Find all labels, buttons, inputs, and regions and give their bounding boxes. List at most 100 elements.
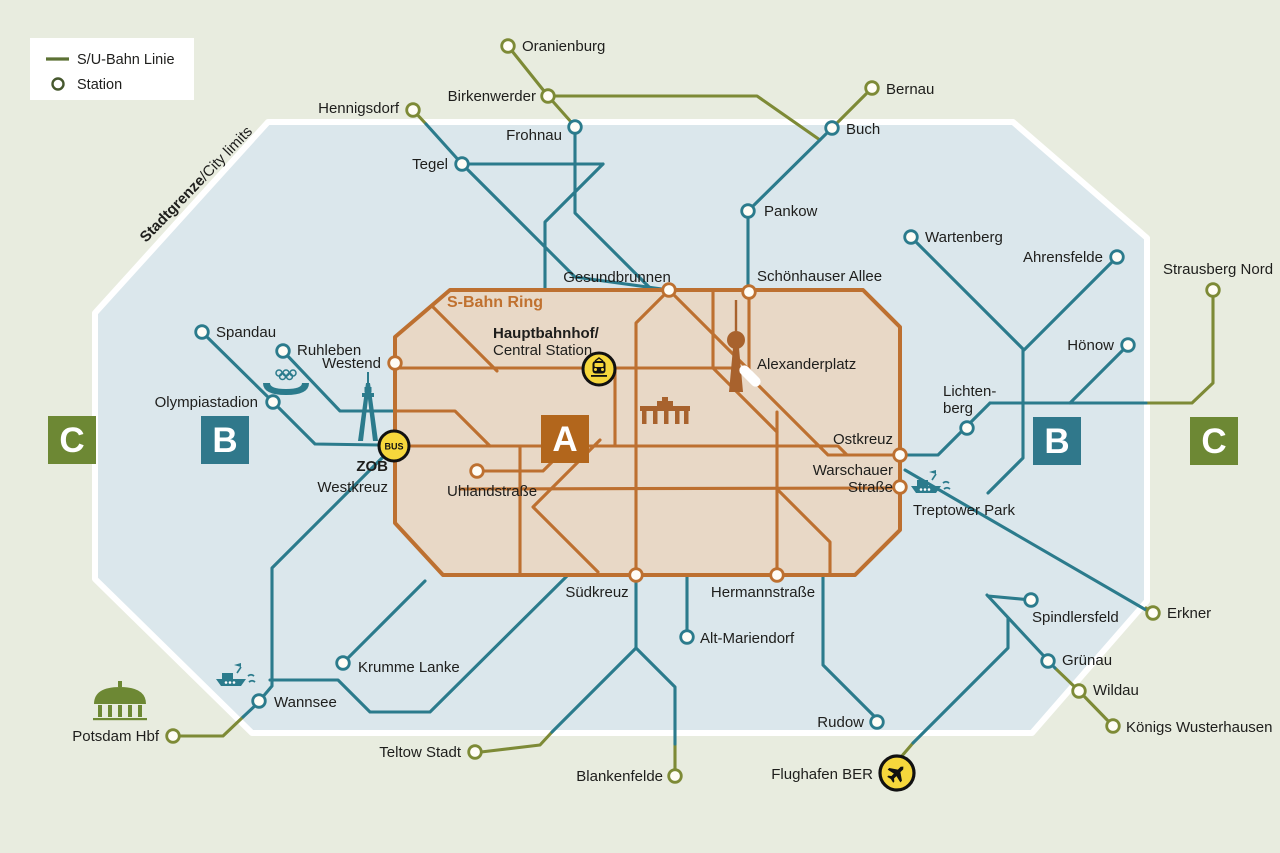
station-buch (824, 120, 840, 136)
label-buch: Buch (846, 121, 880, 138)
label-ruhleben: Ruhleben (297, 342, 361, 359)
zone-letter-c: C (59, 421, 84, 460)
label-s-bahn-ring: S-Bahn Ring (447, 294, 543, 311)
station-erkner (1145, 605, 1161, 621)
transit-line (546, 94, 822, 142)
station-hennigsdorf (405, 102, 421, 118)
station-wartenberg (903, 229, 919, 245)
transit-line (634, 288, 671, 577)
label-tegel: Tegel (412, 156, 448, 173)
label-warschauer-line1: Warschauer (813, 462, 893, 479)
station-pankow (740, 203, 756, 219)
station-suedkreuz (628, 567, 644, 583)
zone-a-area (393, 288, 902, 577)
station-frohnau (567, 119, 583, 135)
label-koenigs-wusterhausen: Königs Wusterhausen (1126, 719, 1272, 736)
label-zob: ZOB (356, 458, 388, 475)
transit-line (911, 616, 1010, 745)
transit-lines-outer (171, 44, 1215, 772)
label-lichtenberg-line1: Lichten- (943, 383, 996, 400)
label-ostkreuz: Ostkreuz (833, 431, 893, 448)
transit-line (543, 162, 605, 292)
transit-line (431, 305, 499, 373)
olympic-stadium-icon (263, 369, 309, 395)
station-alt-mariendorf (679, 629, 695, 645)
label-spandau: Spandau (216, 324, 276, 341)
station-birkenwerder (540, 88, 556, 104)
label-uhlandstrasse: Uhlandstraße (447, 483, 537, 500)
transit-line (268, 574, 569, 714)
label-bernau: Bernau (886, 81, 934, 98)
label-oranienburg: Oranienburg (522, 38, 605, 55)
label-hennigsdorf: Hennigsdorf (318, 100, 400, 117)
tv-tower-icon (727, 300, 745, 392)
zone-box-a: A (541, 415, 589, 463)
label-strausberg-nord: Strausberg Nord (1163, 261, 1273, 278)
station-spandau (194, 324, 210, 340)
label-pankow: Pankow (764, 203, 818, 220)
station-gruenau (1040, 653, 1056, 669)
station-ruhleben (275, 343, 291, 359)
station-ostkreuz (892, 447, 908, 463)
transit-line (458, 486, 895, 491)
transit-line (898, 401, 992, 457)
transit-line (171, 715, 245, 738)
zone-box-b: B (201, 416, 249, 464)
label-hauptbahnhof-line1: Hauptbahnhof/ (493, 325, 600, 342)
transit-line (479, 730, 554, 754)
legend-line-label: S/U-Bahn Linie (77, 52, 175, 68)
ship-icon (216, 663, 256, 686)
transit-line (259, 450, 390, 701)
zone-letter-b: B (1044, 422, 1069, 461)
ship-icon (911, 470, 951, 493)
transit-line (341, 579, 427, 665)
station-wannsee (251, 693, 267, 709)
zone-box-b: B (1033, 417, 1081, 465)
label-birkenwerder: Birkenwerder (448, 88, 536, 105)
station-oranienburg (500, 38, 516, 54)
label-olympiastadion: Olympiastadion (155, 394, 258, 411)
label-hoenow: Hönow (1067, 337, 1114, 354)
station-westend (387, 355, 403, 371)
station-ahrensfelde (1109, 249, 1125, 265)
landmark-icons: BUS (93, 300, 951, 792)
transit-line (634, 646, 677, 746)
label-flughafen-ber: Flughafen BER (771, 766, 873, 783)
legend-station-label: Station (77, 77, 122, 93)
station-warschauer-strasse (892, 479, 908, 495)
label-rudow: Rudow (817, 714, 864, 731)
station-spindlersfeld (1023, 592, 1039, 608)
transit-line (460, 162, 671, 292)
label-teltow-stadt: Teltow Stadt (379, 744, 462, 761)
transit-line (830, 86, 874, 130)
station-uhlandstrasse (469, 463, 485, 479)
label-frohnau: Frohnau (506, 127, 562, 144)
zone-box-c: C (1190, 417, 1238, 465)
label-wannsee: Wannsee (274, 694, 337, 711)
label-alt-mariendorf: Alt-Mariendorf (700, 630, 795, 647)
transit-line (1022, 255, 1119, 352)
label-ahrensfelde: Ahrensfelde (1023, 249, 1103, 266)
label-gesundbrunnen: Gesundbrunnen (563, 269, 671, 286)
bus-badge-label: BUS (384, 442, 403, 452)
station-potsdam-hbf (165, 728, 181, 744)
label-erkner: Erkner (1167, 605, 1211, 622)
zone-letter-a: A (552, 420, 577, 459)
transit-line (200, 330, 382, 447)
station-hermannstrasse (769, 567, 785, 583)
label-westend: Westend (322, 355, 381, 372)
transit-line (821, 573, 879, 721)
station-bernau (864, 80, 880, 96)
transit-line (775, 487, 832, 577)
brandenburg-gate-icon (640, 397, 690, 424)
plane-badge (878, 754, 916, 792)
label-hermannstrasse: Hermannstraße (711, 584, 815, 601)
transit-line (903, 468, 1148, 612)
transit-line (281, 349, 396, 413)
label-suedkreuz: Südkreuz (565, 584, 628, 601)
label-treptower-park: Treptower Park (913, 502, 1015, 519)
station-blankenfelde (667, 768, 683, 784)
palace-icon (93, 681, 147, 721)
station-lichtenberg (959, 420, 975, 436)
